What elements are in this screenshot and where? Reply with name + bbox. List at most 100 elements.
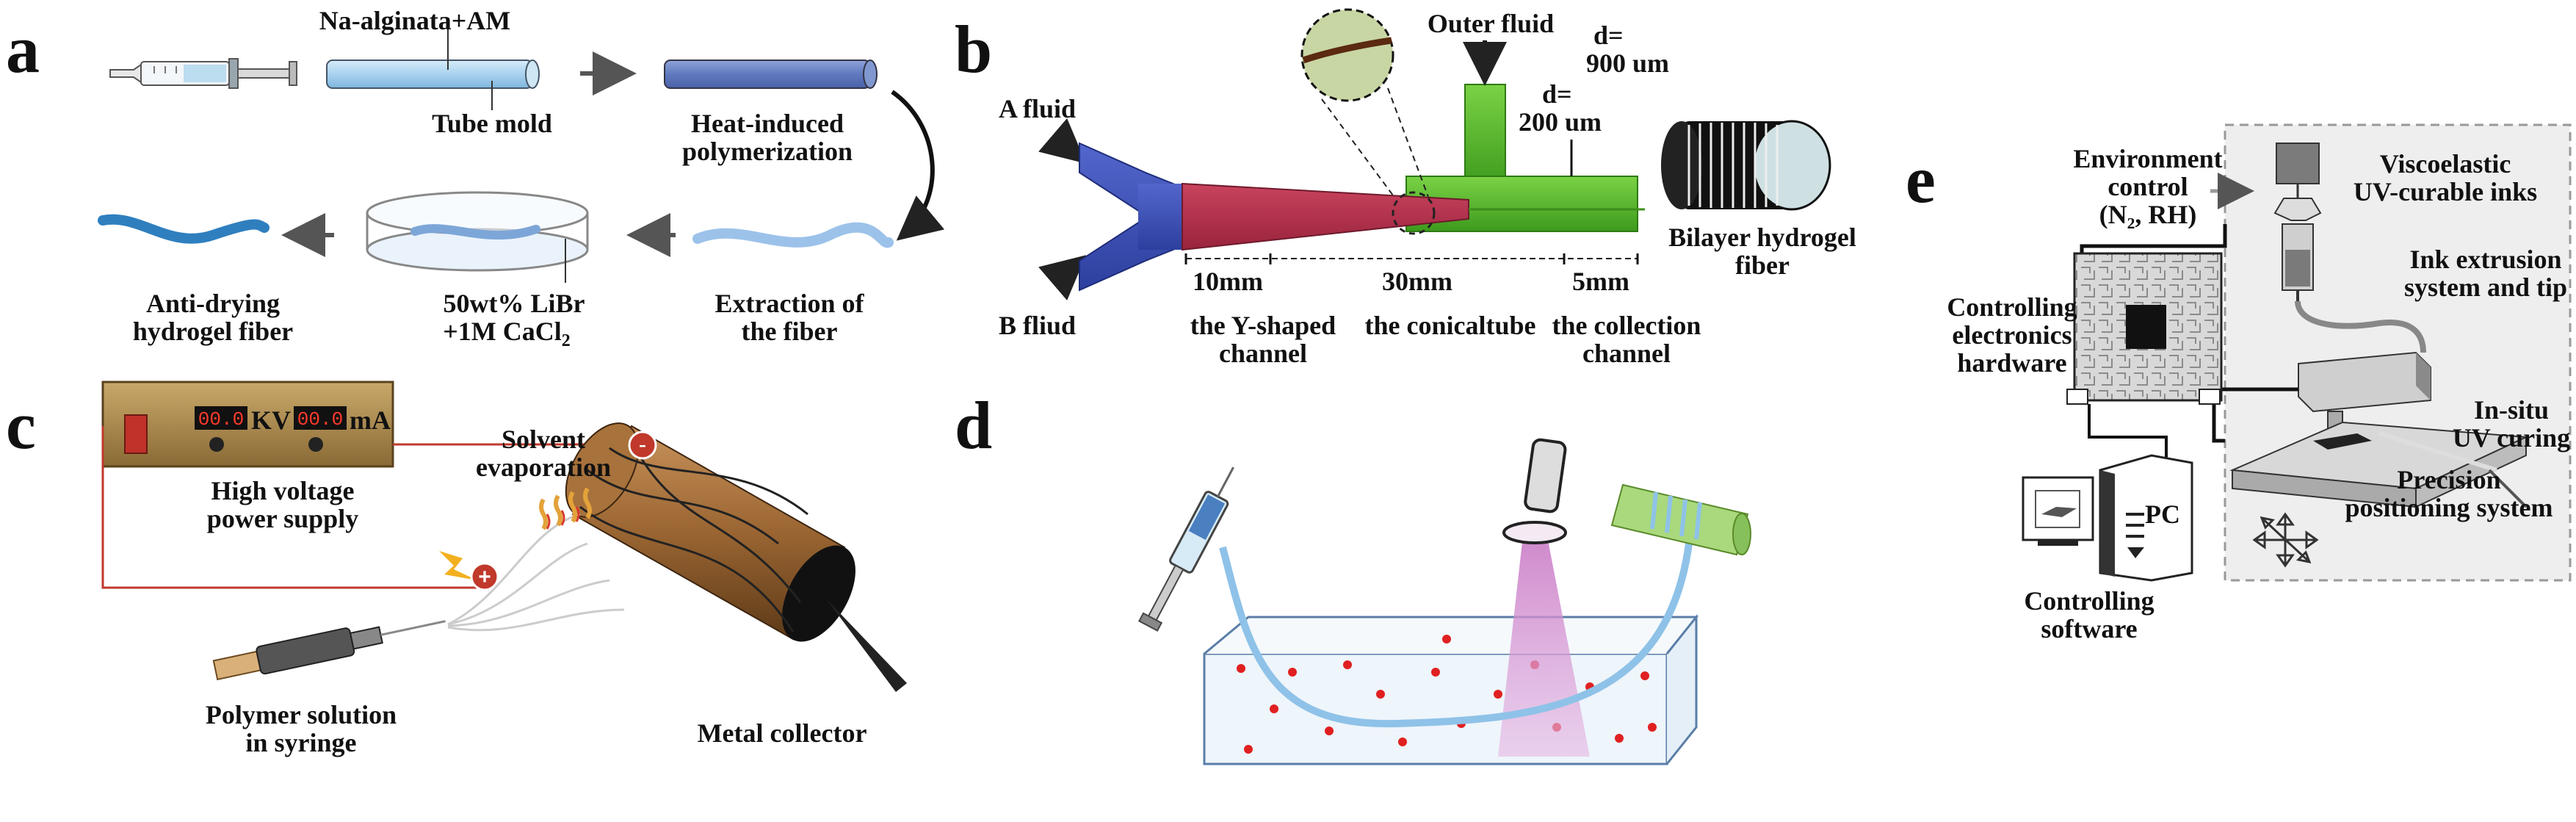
outer-fluid-label: Outer fluid [1428,9,1554,38]
kv-value: 00.0 [198,408,244,430]
pc-cable [2088,404,2168,466]
length-10mm: 10mm [1193,267,1263,296]
magnifier-spot [1392,191,1436,235]
env-label-line2: control [2108,172,2188,201]
fiber-path [1219,543,1693,728]
panel-b: b A fluid B fliud Outer fluid d= 900 um … [955,8,1856,368]
extrusion-head-icon [2298,351,2431,430]
minus-sign: - [639,432,646,456]
panel-c-label: c [6,388,36,463]
extract-label-line1: Extraction of [715,289,865,318]
spun-fibers [447,513,625,632]
ctrl-hw-label-line1: Controlling [1947,292,2077,322]
ink-tube [2295,300,2426,353]
fiber-spool [1661,120,1831,211]
petri-dish [366,191,589,283]
extract-label-line2: the fiber [742,317,838,346]
tube-mold-label: Tube mold [432,109,552,138]
lightning-icon [439,551,477,580]
length-30mm: 30mm [1382,267,1452,296]
hv-label-line2: power supply [207,504,358,533]
d900-label-line1: d= [1593,21,1624,50]
ma-unit: mA [350,405,391,435]
bath-label-line1: 50wt% LiBr [444,289,585,318]
insitu-label-line2: UV curing [2453,423,2570,453]
polymerized-tube [664,60,878,89]
y-channel-label-line1: the Y-shaped [1190,311,1336,340]
curved-arrow-icon [891,90,945,241]
anti-label-line1: Anti-drying [146,289,280,318]
solvent-label-line1: Solvent [502,425,585,454]
magnifier-inset [1300,8,1394,102]
y-shaped-channel [1079,142,1183,292]
ctrl-hw-label-line2: electronics [1952,320,2072,350]
b-fluid-label: B fliud [999,311,1076,340]
ctrl-sw-label-line1: Controlling [2024,586,2154,616]
conical-tube-label: the conicaltube [1365,311,1536,340]
collecting-roller-icon [1610,483,1751,556]
bath-label-main: +1M CaCl [443,317,562,346]
d200-label-line1: d= [1542,79,1572,109]
metal-collector [565,422,907,692]
hv-label-line1: High voltage [211,476,355,505]
precision-label-line2: positioning system [2345,493,2553,522]
panel-e-label: e [1906,142,1936,217]
reagent-label: Na-alginata+AM [319,6,511,35]
power-switch [124,414,148,454]
pc-label: PC [2145,500,2180,529]
ctrl-hw-label-line3: hardware [1957,348,2066,378]
polymer-label-line1: Polymer solution [206,700,397,729]
visco-label-line1: Viscoelastic [2380,149,2511,179]
syringe-icon [109,58,297,89]
panel-d: d [955,388,1751,765]
precision-label-line1: Precision [2397,465,2500,494]
bath-label-subscript: 2 [562,331,571,350]
panel-a: a Na-alginata+AM Tube mold [6,6,945,350]
injection-syringe-icon [1138,466,1234,632]
insitu-label-line1: In-situ [2474,395,2549,425]
printing-stage [2229,421,2529,508]
env-label-line1: Environment [2073,144,2222,173]
ink-label-line1: Ink extrusion [2409,245,2561,274]
ctrl-sw-label-line2: software [2041,614,2137,643]
collection-label-line2: channel [1582,339,1671,368]
kv-display [195,406,247,430]
electronics-board-icon [2066,252,2223,405]
polymer-label-line2: in syringe [245,728,356,757]
ink-label-line2: system and tip [2404,273,2567,302]
heat-label-line1: Heat-induced [691,109,844,138]
ink-reservoir-icon [2273,143,2322,301]
bath-label-line2: +1M CaCl2 [443,317,571,350]
panel-c: c 00.0 KV 00.0 mA High voltage power sup… [6,381,907,757]
computer-icon [2022,454,2193,582]
env-label-line3: (N₂, RH) [2099,200,2197,229]
heat-label-line2: polymerization [682,137,853,166]
a-fluid-label: A fluid [999,94,1076,123]
length-5mm: 5mm [1572,267,1629,296]
plus-terminal [470,562,499,591]
anti-label-line2: hydrogel fiber [133,317,293,346]
a-fluid-arrow-icon [1038,118,1087,164]
y-channel-label-line2: channel [1219,339,1307,368]
minus-terminal [628,430,657,460]
power-supply: 00.0 KV 00.0 mA [101,381,394,468]
solvent-label-line2: evaporation [476,453,611,482]
tube-mold [326,29,540,110]
bilayer-label-line1: Bilayer hydrogel [1668,223,1856,252]
y-channel-junction [1138,184,1190,250]
kv-unit: KV [251,405,291,435]
positioning-axes-icon [2252,512,2319,568]
visco-label-line2: UV-curable inks [2354,177,2537,206]
extracted-fiber [692,222,894,248]
panel-e: e Environment control (N₂, RH) Viscoelas… [1906,123,2572,643]
collection-label-line1: the collection [1552,311,1701,340]
panel-d-label: d [955,388,992,463]
panel-a-label: a [6,12,40,87]
bilayer-label-line2: fiber [1735,250,1790,280]
b-fluid-arrow-icon [1038,255,1087,301]
anti-drying-fiber [98,214,269,244]
uv-lamp-icon [1502,438,1567,544]
dimension-lines [1184,253,1639,264]
conical-tube [1182,182,1469,251]
